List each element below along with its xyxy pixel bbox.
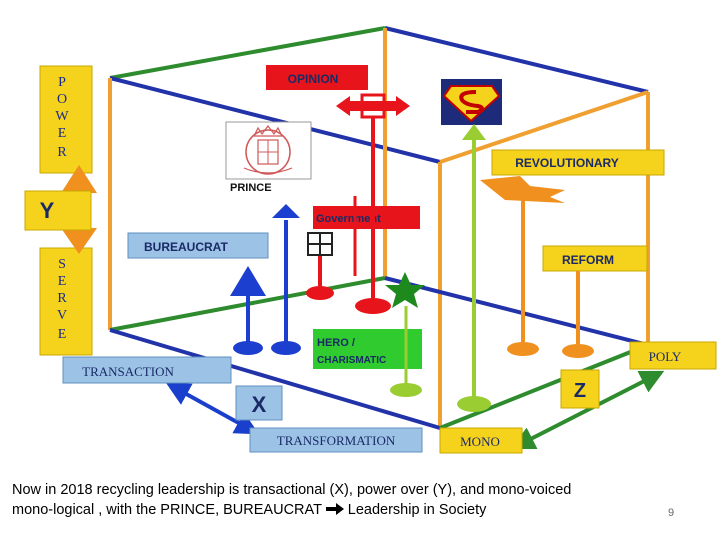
cube-edge-top-front (109, 26, 386, 80)
mono-box (439, 427, 523, 454)
power-letter: O (57, 92, 67, 107)
bureaucrat-pole-left (230, 266, 266, 355)
y-label-box (24, 190, 92, 231)
prince-crest-image (225, 121, 312, 180)
y-label: Y (40, 198, 55, 223)
bureaucrat-box (127, 232, 269, 259)
charismatic-label: CHARISMATIC (317, 355, 386, 366)
power-letter: R (57, 145, 67, 160)
x-label: X (252, 392, 267, 417)
serve-letter: R (57, 291, 67, 306)
serve-letter: E (58, 274, 67, 289)
power-letter: W (55, 109, 69, 124)
lightning-flag-icon (480, 176, 565, 203)
serve-letter: E (58, 327, 67, 342)
power-box (39, 65, 93, 174)
prince-label: PRINCE (230, 182, 272, 194)
opinion-box (266, 65, 368, 90)
opinion-label: OPINION (288, 72, 339, 86)
x-axis-arrow (165, 382, 260, 435)
x-label-box (235, 385, 283, 421)
government-pole (306, 196, 357, 300)
z-label: Z (574, 380, 586, 402)
revolutionary-pole (507, 195, 539, 356)
right-arrow-icon (325, 503, 344, 515)
slide-number: 9 (668, 507, 675, 519)
cube-edge-bottom-front (439, 343, 649, 430)
revolutionary-label: REVOLUTIONARY (515, 156, 619, 170)
poly-label: POLY (649, 349, 682, 364)
opinion-pole (336, 93, 410, 314)
caption-line-2: mono-logical , with the PRINCE, BUREAUCR… (12, 500, 652, 520)
hero-box (313, 329, 422, 369)
caption-line-2-start: mono-logical , with the PRINCE, BUREAUCR… (12, 502, 322, 518)
poly-box (629, 341, 717, 370)
star-icon (385, 272, 425, 308)
transformation-label: TRANSFORMATION (277, 433, 396, 448)
leadership-cube-diagram: P O W E R S E R V E Y TRANSACTION X TRAN… (24, 26, 717, 454)
serve-letter: S (58, 257, 66, 272)
cube-edge-bottom-left (109, 328, 441, 430)
hero-label: HERO / (317, 337, 355, 349)
bureaucrat-pole-right (271, 204, 301, 355)
serve-letter: V (57, 308, 67, 323)
reform-box (542, 245, 648, 272)
slide-caption: Now in 2018 recycling leadership is tran… (12, 480, 652, 520)
power-letter: E (58, 126, 67, 141)
transformation-box (249, 427, 423, 453)
superman-pole (457, 124, 491, 412)
cube-edge-bottom-right (384, 276, 649, 347)
government-label: Government (316, 213, 381, 225)
z-axis-arrow (510, 370, 665, 450)
caption-line-2-end: Leadership in Society (343, 502, 487, 518)
reform-pole (562, 271, 594, 358)
transaction-box (62, 356, 232, 384)
power-letter: P (58, 75, 66, 90)
transaction-label: TRANSACTION (82, 364, 174, 379)
bureaucrat-label: BUREAUCRAT (144, 240, 228, 254)
government-box (313, 206, 420, 229)
caption-line-1: Now in 2018 recycling leadership is tran… (12, 482, 572, 498)
superman-logo-image (441, 79, 502, 125)
cube-edge-top-right (384, 26, 649, 94)
hero-pole (390, 306, 422, 397)
revolutionary-box (491, 149, 665, 176)
mono-label: MONO (460, 434, 500, 449)
reform-label: REFORM (562, 253, 614, 267)
serve-box (39, 247, 93, 356)
z-label-box (560, 369, 600, 409)
